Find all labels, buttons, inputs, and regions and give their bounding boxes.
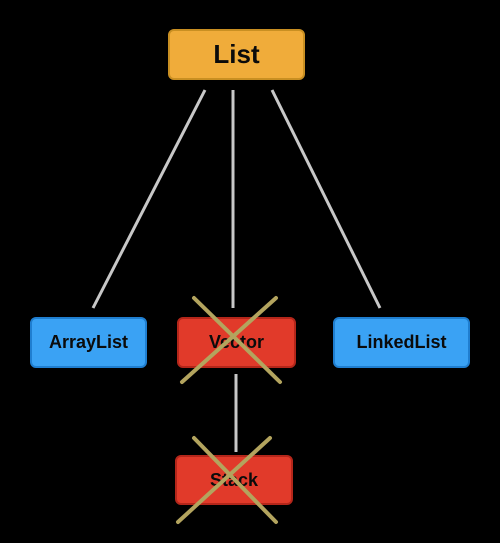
- node-stack: Stack: [175, 455, 293, 505]
- node-list-label: List: [213, 39, 260, 69]
- node-arraylist-label: ArrayList: [48, 332, 129, 352]
- node-linkedlist-label: LinkedList: [356, 332, 447, 352]
- node-linkedlist: LinkedList: [333, 317, 470, 368]
- node-list: List: [168, 29, 305, 80]
- node-arraylist: ArrayList: [30, 317, 147, 368]
- edge-list-arraylist: [91, 89, 207, 309]
- node-vector-label: Vector: [208, 332, 265, 352]
- edge-list-linkedlist: [270, 89, 382, 309]
- node-vector: Vector: [177, 317, 296, 368]
- node-stack-label: Stack: [209, 469, 259, 490]
